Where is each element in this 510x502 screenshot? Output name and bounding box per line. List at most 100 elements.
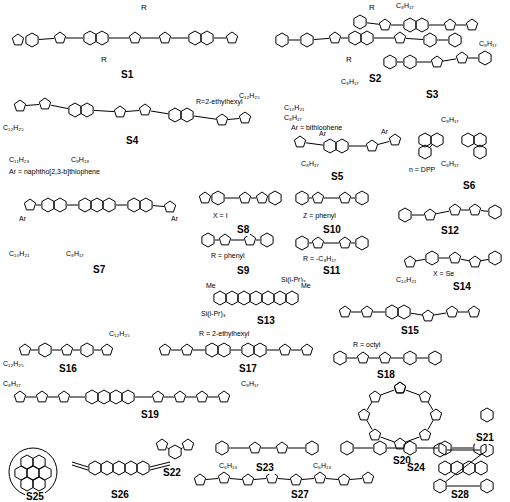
ring — [338, 474, 349, 485]
bond — [39, 38, 54, 39]
substituent-label: X = Se — [432, 270, 455, 277]
bond — [367, 23, 379, 25]
bond — [381, 390, 395, 395]
compound-number: S27 — [290, 490, 310, 501]
bond — [411, 313, 422, 315]
ring — [404, 18, 416, 32]
bond — [194, 116, 216, 119]
bond — [167, 447, 169, 449]
ring — [219, 234, 230, 245]
substituent-label: R = octyl — [352, 341, 381, 348]
ring — [113, 461, 125, 475]
substituent-label: Z = phenyl — [302, 212, 337, 219]
substituent-label: C₁₂H₂₅ — [108, 330, 131, 337]
ring — [481, 408, 493, 422]
ring — [356, 236, 368, 250]
substituent-label: C₈H₁₇ — [240, 380, 260, 387]
ring — [182, 439, 193, 450]
ring — [276, 33, 288, 47]
ring — [426, 251, 438, 265]
fullerene-outline — [9, 448, 57, 496]
ring — [110, 390, 122, 404]
ring — [301, 33, 313, 47]
ring — [419, 391, 430, 402]
ring — [439, 461, 451, 475]
ring — [324, 139, 336, 153]
compound-number: S11 — [322, 266, 341, 277]
ring — [86, 390, 98, 404]
ring — [152, 391, 163, 402]
ring — [394, 382, 405, 393]
ring — [261, 233, 273, 247]
compound-number: S3 — [425, 90, 439, 101]
ring — [174, 391, 185, 402]
ring — [84, 31, 96, 45]
ring — [218, 343, 230, 357]
bond — [374, 38, 394, 39]
substituent-label: Ar — [18, 215, 27, 222]
substituent-label: C₁₀H₂₁ — [8, 250, 30, 257]
bond — [354, 448, 373, 449]
substituent-label: C₈H₁₇ — [2, 380, 22, 387]
substituent-label: C₈H₁₇ — [283, 114, 303, 121]
ring — [256, 192, 267, 203]
ring — [339, 192, 350, 203]
bond — [324, 198, 339, 199]
bond — [291, 350, 301, 351]
ring — [379, 19, 390, 30]
bond — [397, 62, 403, 63]
substituent-label: R — [345, 56, 353, 64]
substituent-label: C₈H₁₇ — [478, 40, 498, 47]
ring — [404, 441, 416, 455]
ring — [366, 140, 377, 151]
substituent-label: Si(i-Pr)₃ — [200, 310, 227, 317]
compound-number: S15 — [400, 326, 420, 337]
ring — [202, 233, 214, 247]
bond — [302, 479, 314, 480]
ring — [361, 306, 372, 317]
bond — [251, 198, 256, 199]
substituent-label: C₁₁H₂₃ — [8, 156, 30, 163]
ring — [129, 32, 140, 43]
ring — [356, 191, 368, 205]
bond — [447, 486, 480, 487]
ring — [242, 343, 254, 357]
substituent-label: C₈H₁₇ — [440, 116, 460, 123]
compound-number: S13 — [256, 316, 276, 327]
compound-number: S17 — [238, 364, 258, 375]
ring — [301, 344, 312, 355]
substituent-label: Ar = naphtho[2,3-b]thiophene — [8, 168, 101, 175]
substituent-label: C₆H₁₃ — [312, 462, 332, 469]
bond — [254, 479, 266, 480]
ring — [140, 198, 152, 212]
ring — [399, 208, 411, 222]
bond — [461, 210, 469, 211]
bond — [153, 205, 164, 207]
ring — [341, 441, 353, 455]
ring — [446, 306, 457, 317]
bond — [452, 448, 473, 449]
ring — [334, 351, 346, 365]
bond — [267, 350, 279, 351]
bond — [378, 142, 389, 145]
ring — [434, 479, 446, 493]
ring — [125, 461, 137, 475]
ring — [218, 472, 229, 483]
ring — [96, 31, 108, 45]
ring — [279, 344, 290, 355]
ring — [103, 198, 115, 212]
ring — [416, 18, 428, 32]
alkyne-bond — [72, 465, 88, 470]
bond — [381, 437, 395, 442]
bond — [446, 454, 482, 481]
bond — [347, 358, 357, 359]
ring — [196, 391, 207, 402]
bond — [208, 397, 218, 398]
ring — [24, 199, 35, 210]
ring — [39, 343, 51, 357]
bond — [367, 420, 372, 429]
bond — [261, 448, 276, 449]
ring — [262, 291, 274, 305]
ring — [274, 291, 286, 305]
ring — [479, 51, 491, 65]
